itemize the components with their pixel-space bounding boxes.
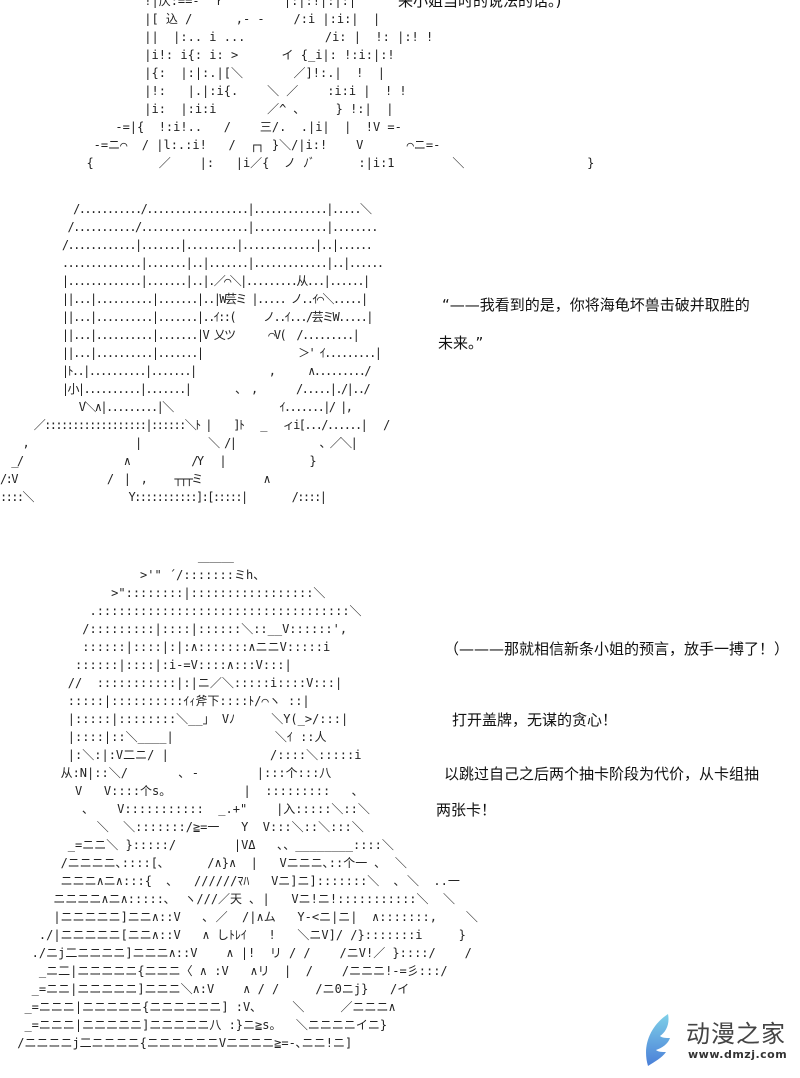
logo-name: 动漫之家 <box>686 1020 786 1048</box>
dialogue-line: 未来。” <box>438 332 484 353</box>
dialogue-line: （———那就相信新条小姐的预言，放手一搏了！） <box>444 638 790 659</box>
dmzj-watermark-logo: 动漫之家 www.dmzj.com <box>640 1012 800 1072</box>
ascii-art-panel-2: /.........../..................|........… <box>0 202 390 504</box>
caption-top: 来小姐当时的说法的话。) <box>398 0 562 11</box>
dialogue-line: 两张卡！ <box>436 799 497 820</box>
logo-url: www.dmzj.com <box>688 1048 788 1061</box>
dialogue-line: “——我看到的是，你将海龟坏兽击破并取胜的 <box>442 294 750 315</box>
ascii-art-panel-1: !|仄:==- ｒ |:|:!|:|:| |[ 込 / ,- - /:i |:i… <box>86 0 595 170</box>
dialogue-line: 打开盖牌，无谋的贪心！ <box>452 709 618 730</box>
dialogue-line: 以跳过自己之后两个抽卡阶段为代价，从卡组抽 <box>444 763 760 784</box>
wing-icon <box>646 1014 670 1066</box>
ascii-art-panel-3: ＿＿＿ >'" ´/:::::::ミh、 >"::::::::|::::::::… <box>17 550 478 1050</box>
